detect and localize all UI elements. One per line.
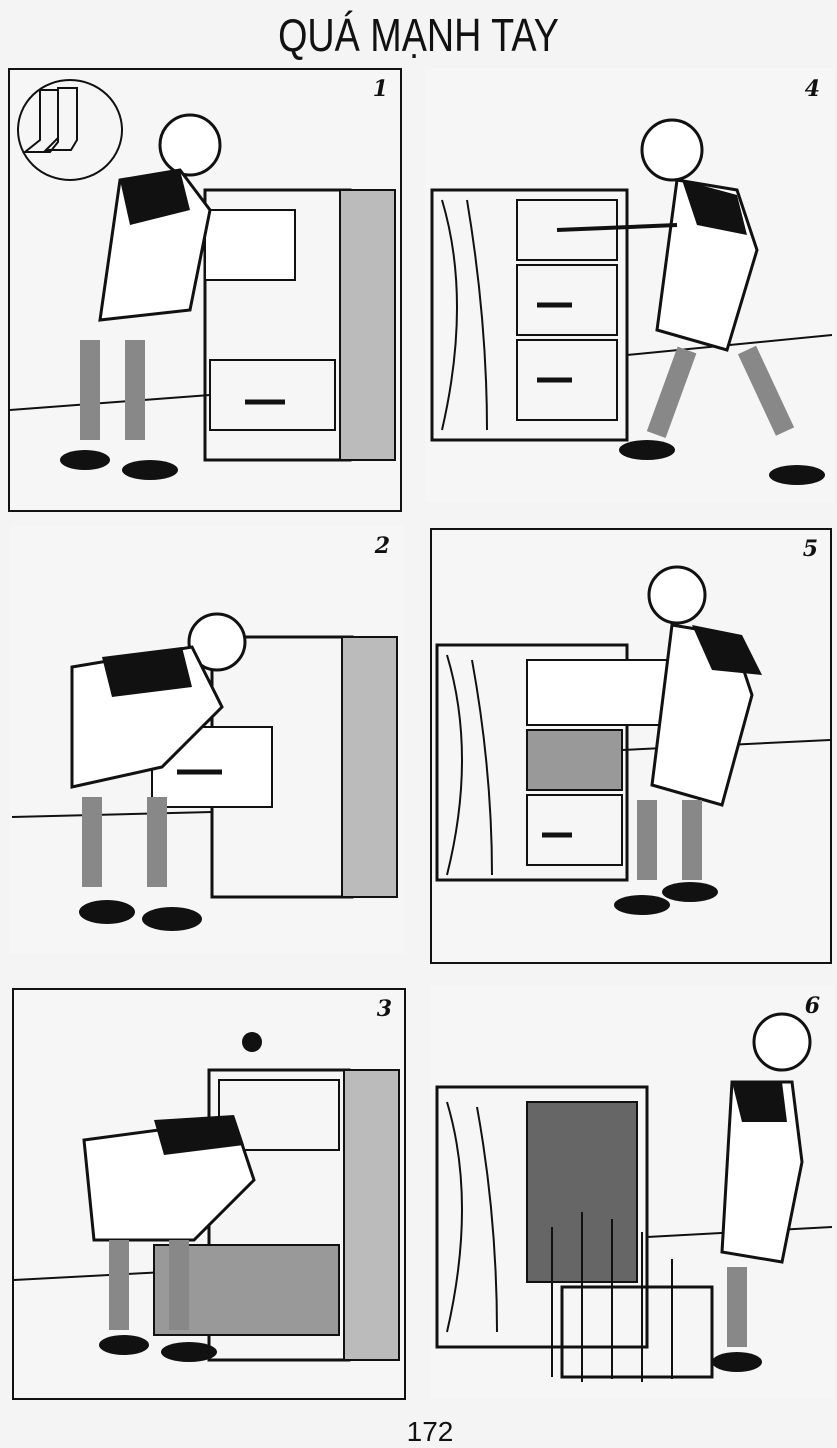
comic-panel-6: 6 <box>430 985 834 1399</box>
comic-panel-3: 3 <box>12 988 406 1400</box>
panel-number: 4 <box>804 76 820 102</box>
comic-panel-1: 1 <box>8 68 402 512</box>
panel-number: 6 <box>804 993 820 1019</box>
comic-panel-2: 2 <box>10 525 404 954</box>
panel-number: 5 <box>802 536 818 562</box>
panel-1-illustration <box>10 79 396 480</box>
panel-number: 2 <box>374 533 390 559</box>
comic-panel-5: 5 <box>430 528 832 964</box>
panel-3-illustration <box>14 1032 400 1362</box>
comic-title: QUÁ MẠNH TAY <box>278 9 559 61</box>
page-number: 172 <box>406 1416 454 1447</box>
panel-number: 3 <box>376 996 392 1022</box>
panel-6-illustration <box>435 1012 832 1382</box>
panel-number: 1 <box>372 76 388 102</box>
comic-panel-4: 4 <box>425 68 834 502</box>
panel-2-illustration <box>12 612 398 931</box>
panel-4-illustration <box>430 118 832 485</box>
panel-5-illustration <box>435 565 830 915</box>
